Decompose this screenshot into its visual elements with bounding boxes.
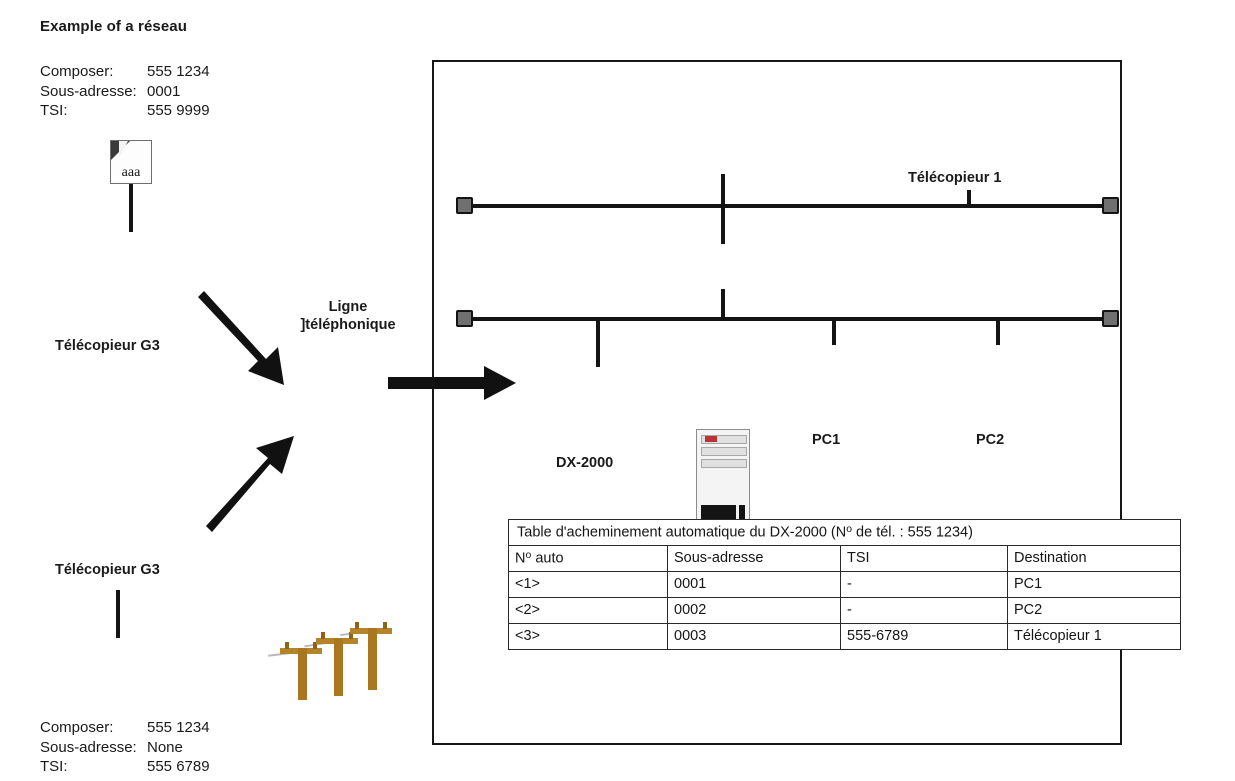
server-bay bbox=[701, 435, 747, 444]
connector-fax-to-doc-bottom bbox=[116, 590, 120, 638]
pole-insulator bbox=[355, 622, 359, 629]
cell-tsi: 555-6789 bbox=[840, 623, 1008, 650]
header-tsi: TSI bbox=[840, 545, 1008, 572]
header-subaddress: Sous-adresse bbox=[667, 545, 841, 572]
routing-table-caption: Table d'acheminement automatique du DX-2… bbox=[508, 519, 1181, 546]
parameter-row: Composer: 555 1234 bbox=[40, 718, 210, 738]
cell-subaddress: 0001 bbox=[667, 571, 841, 598]
fax-machine-g3-top bbox=[58, 276, 208, 368]
phone-line-label: Ligne ]téléphonique bbox=[258, 298, 438, 334]
connector-bridge-to-bus bbox=[721, 289, 725, 319]
table-row: <3> 0003 555-6789 Télécopieur 1 bbox=[508, 623, 1181, 650]
parameter-row: TSI: 555 6789 bbox=[40, 757, 210, 777]
connector-server-to-bus bbox=[721, 174, 725, 206]
header-auto-number: No auto bbox=[508, 545, 668, 572]
connector-bus-to-bridge bbox=[721, 206, 725, 244]
pole-post bbox=[298, 648, 307, 700]
dx-2000-label: DX-2000 bbox=[556, 455, 614, 471]
header-destination: Destination bbox=[1007, 545, 1181, 572]
parameter-row: Composer: 555 1234 bbox=[40, 62, 210, 82]
parameter-key: Composer: bbox=[40, 719, 114, 736]
caption-prefix: Table d'acheminement automatique du DX-2… bbox=[517, 524, 847, 541]
connector-bus-to-dx2000 bbox=[596, 319, 600, 367]
cell-tsi: - bbox=[840, 597, 1008, 624]
arrow-bottom-fax-to-line bbox=[206, 436, 294, 532]
pole-insulator bbox=[285, 642, 289, 649]
caption-suffix: de tél. : 555 1234) bbox=[852, 524, 973, 541]
pc1-label: PC1 bbox=[812, 432, 841, 448]
pc2-label: PC2 bbox=[976, 432, 1005, 448]
connector-telecopieur1-to-bus bbox=[967, 190, 971, 206]
connector-doc-to-fax-top bbox=[129, 184, 133, 232]
parameter-row: TSI: 555 9999 bbox=[40, 101, 210, 121]
routing-table: Table d'acheminement automatique du DX-2… bbox=[508, 519, 1181, 650]
table-row: <1> 0001 - PC1 bbox=[508, 571, 1181, 598]
cell-destination: PC2 bbox=[1007, 597, 1181, 624]
pole-insulator bbox=[313, 642, 317, 649]
page-title: Example of a réseau bbox=[40, 18, 187, 35]
sender-top-parameters: Composer: 555 1234 Sous-adresse: 0001 TSI:… bbox=[40, 62, 210, 121]
header-auto-prefix: N bbox=[515, 550, 526, 567]
pole-insulator bbox=[349, 632, 353, 639]
fax-top-label: Télécopieur G3 bbox=[55, 338, 160, 354]
cell-subaddress: 0002 bbox=[667, 597, 841, 624]
cell-destination: PC1 bbox=[1007, 571, 1181, 598]
telephone-poles bbox=[268, 620, 394, 715]
arrow-top-fax-to-line bbox=[198, 291, 284, 385]
header-auto-ordinal: o bbox=[525, 549, 532, 561]
cell-auto-number: <3> bbox=[508, 623, 668, 650]
pole-post bbox=[334, 638, 343, 696]
server-indicator bbox=[705, 436, 717, 442]
parameter-key: TSI: bbox=[40, 102, 68, 119]
table-header-row: No auto Sous-adresse TSI Destination bbox=[508, 545, 1181, 572]
network-bus-lower bbox=[465, 317, 1110, 321]
connector-bus-to-pc2 bbox=[996, 319, 1000, 345]
phone-line-label-line2: ]téléphonique bbox=[300, 317, 396, 333]
cell-tsi: - bbox=[840, 571, 1008, 598]
parameter-value: 0001 bbox=[147, 82, 181, 100]
document-label: aaa bbox=[121, 165, 141, 180]
pole-post bbox=[368, 628, 377, 690]
parameter-key: Sous-adresse: bbox=[40, 738, 137, 756]
table-row: <2> 0002 - PC2 bbox=[508, 597, 1181, 624]
pole-insulator bbox=[321, 632, 325, 639]
bus-terminator-lower-left bbox=[456, 310, 473, 327]
cell-subaddress: 0003 bbox=[667, 623, 841, 650]
header-auto-suffix: auto bbox=[531, 550, 564, 567]
cell-destination: Télécopieur 1 bbox=[1007, 623, 1181, 650]
arrow-line-to-dx2000 bbox=[388, 366, 516, 400]
parameter-key: Sous-adresse: bbox=[40, 82, 137, 100]
parameter-key: TSI: bbox=[40, 758, 68, 775]
cell-auto-number: <2> bbox=[508, 597, 668, 624]
table-caption-row: Table d'acheminement automatique du DX-2… bbox=[508, 519, 1181, 546]
fax-bottom-label: Télécopieur G3 bbox=[55, 562, 160, 578]
bus-terminator-upper-right bbox=[1102, 197, 1119, 214]
document-fold-highlight bbox=[119, 141, 128, 158]
parameter-value: 555 9999 bbox=[147, 102, 210, 119]
sender-bottom-parameters: Composer: 555 1234 Sous-adresse: None TSI:… bbox=[40, 718, 210, 777]
parameter-value: 555 1234 bbox=[147, 719, 210, 736]
server-drive-slot bbox=[736, 505, 739, 531]
parameter-key: Composer: bbox=[40, 63, 114, 80]
parameter-value: None bbox=[147, 738, 183, 756]
pole-insulator bbox=[383, 622, 387, 629]
phone-line-label-line1: Ligne bbox=[328, 299, 368, 315]
cell-auto-number: <1> bbox=[508, 571, 668, 598]
parameter-row: Sous-adresse: None bbox=[40, 738, 210, 758]
bus-terminator-lower-right bbox=[1102, 310, 1119, 327]
caption-ordinal: o bbox=[846, 523, 853, 535]
parameter-value: 555 1234 bbox=[147, 63, 210, 80]
network-boundary bbox=[432, 60, 1122, 745]
server-bay bbox=[701, 459, 747, 468]
bus-terminator-upper-left bbox=[456, 197, 473, 214]
server-bay bbox=[701, 447, 747, 456]
connector-bus-to-pc1 bbox=[832, 319, 836, 345]
parameter-row: Sous-adresse: 0001 bbox=[40, 82, 210, 102]
network-bus-upper bbox=[465, 204, 1110, 208]
document-icon-aaa-top: aaa bbox=[110, 140, 152, 184]
parameter-value: 555 6789 bbox=[147, 758, 210, 775]
fax-machine-g3-bottom bbox=[58, 591, 208, 683]
telecopieur-1-label: Télécopieur 1 bbox=[908, 170, 1002, 186]
